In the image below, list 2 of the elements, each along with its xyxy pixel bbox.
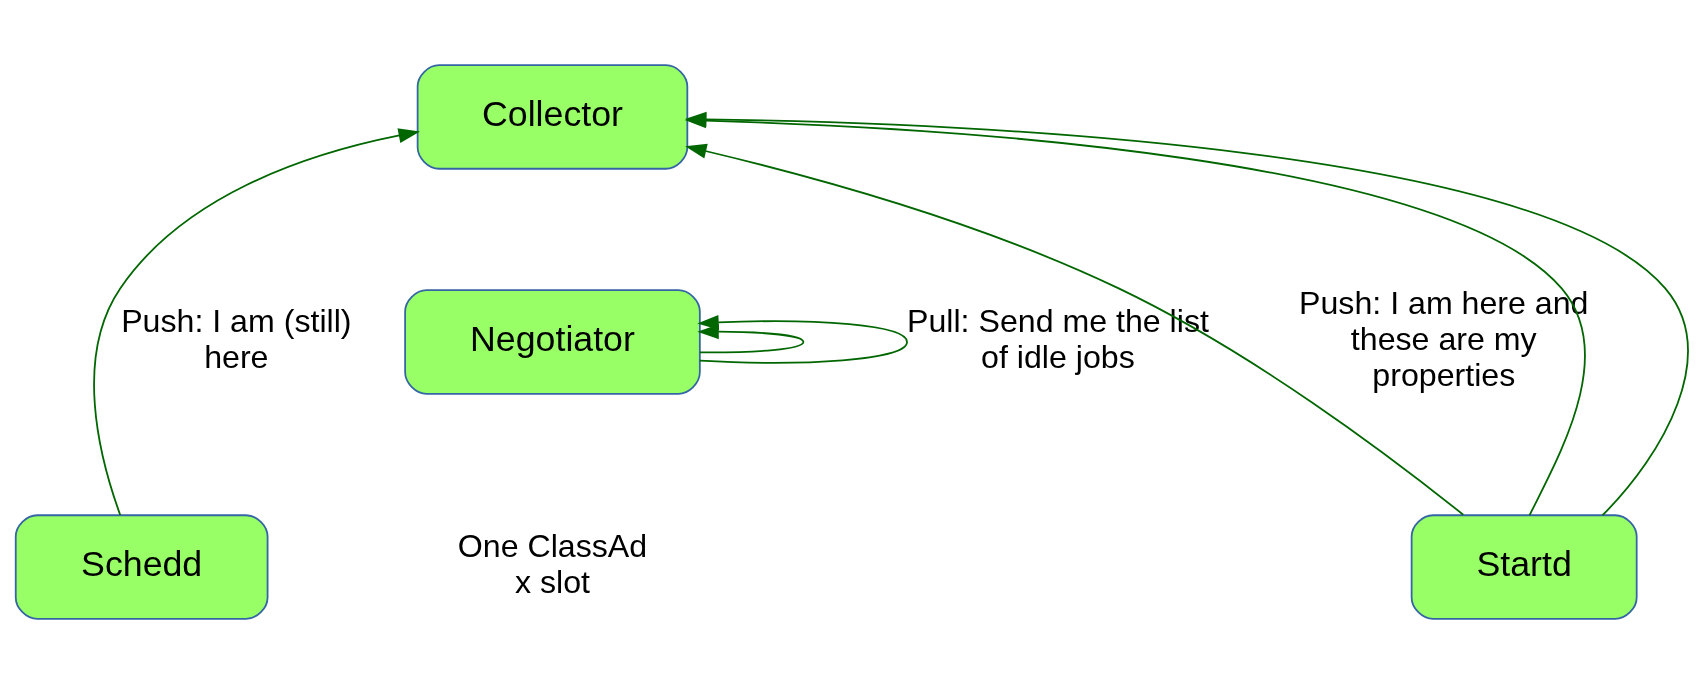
- edge-label: Push: I am (still) here: [121, 302, 352, 375]
- label: One ClassAd x slot: [457, 527, 648, 600]
